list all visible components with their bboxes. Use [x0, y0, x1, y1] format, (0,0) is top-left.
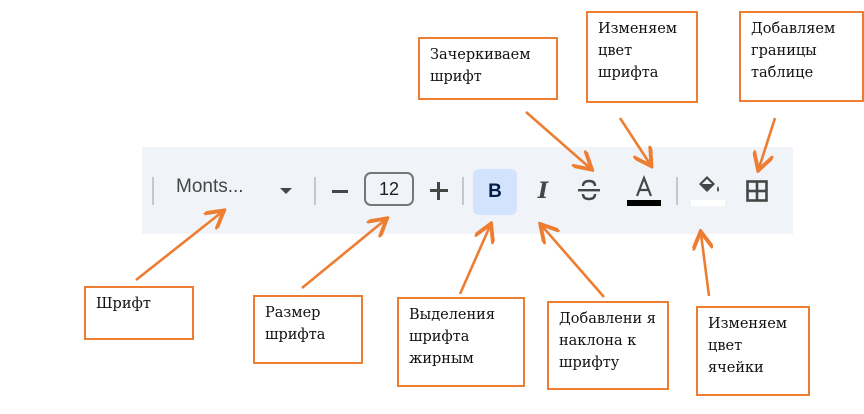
callout-borders: Добавляем границы таблице — [739, 11, 864, 102]
bold-button[interactable]: B — [473, 169, 517, 215]
callout-bold: Выделения шрифта жирным — [397, 297, 525, 387]
callout-strikethrough: Зачеркиваем шрифт — [418, 37, 558, 100]
callout-font-size: Размер шрифта — [253, 295, 363, 364]
fill-color-icon — [691, 176, 725, 206]
text-color-button[interactable] — [626, 170, 662, 210]
borders-button[interactable] — [746, 180, 768, 202]
formatting-toolbar: Monts... 12 B I — [142, 147, 793, 234]
callout-fill-color: Изменяем цвет ячейки — [696, 306, 810, 396]
chevron-down-icon — [280, 188, 292, 194]
callout-text-color: Изменяем цвет шрифта — [586, 11, 698, 103]
fill-color-button[interactable] — [690, 170, 726, 210]
font-size-input[interactable]: 12 — [364, 172, 414, 206]
italic-button[interactable]: I — [537, 178, 549, 204]
strikethrough-button[interactable] — [576, 176, 602, 204]
font-family-value: Monts... — [176, 176, 244, 197]
toolbar-separator — [676, 177, 678, 205]
decrease-font-size-button[interactable] — [332, 190, 348, 193]
callout-italic: Добавлени я наклона к шрифту — [547, 301, 669, 390]
toolbar-separator — [152, 177, 154, 205]
toolbar-separator — [314, 177, 316, 205]
borders-icon — [746, 180, 768, 202]
toolbar-separator — [462, 177, 464, 205]
callout-font: Шрифт — [84, 286, 194, 340]
increase-font-size-button[interactable] — [430, 182, 448, 200]
strikethrough-icon — [578, 179, 600, 201]
text-color-icon — [627, 174, 661, 206]
